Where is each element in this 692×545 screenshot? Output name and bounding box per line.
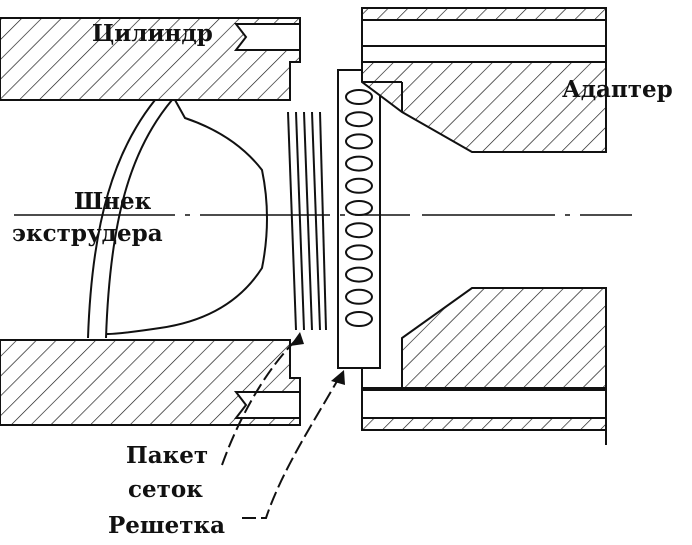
plate-hole	[345, 288, 373, 305]
plate-hole	[345, 222, 373, 239]
label-cylinder: Цилиндр	[92, 20, 213, 47]
plate-hole	[345, 177, 373, 194]
breaker-plate	[337, 69, 381, 369]
leader-screen-pack	[221, 332, 304, 466]
plate-hole	[345, 111, 373, 128]
label-screen-pack-line1: Пакет	[126, 442, 209, 469]
label-screw-line2: экструдера	[12, 220, 163, 247]
extruder-screw	[87, 99, 268, 339]
label-adapter: Адаптер	[562, 76, 673, 103]
breaker-plate-holes	[345, 89, 373, 327]
plate-hole	[345, 266, 373, 283]
plate-hole	[345, 200, 373, 216]
label-screw-line1: Шнек	[74, 188, 152, 215]
plate-hole	[345, 89, 373, 105]
plate-hole	[345, 311, 373, 327]
label-screen-pack-line2: сеток	[128, 476, 203, 503]
leader-breaker-plate	[242, 370, 345, 519]
plate-hole	[345, 244, 373, 261]
label-breaker-plate: Решетка	[108, 512, 226, 539]
screen-pack	[287, 111, 327, 331]
plate-hole	[345, 133, 373, 150]
plate-hole	[345, 155, 373, 172]
